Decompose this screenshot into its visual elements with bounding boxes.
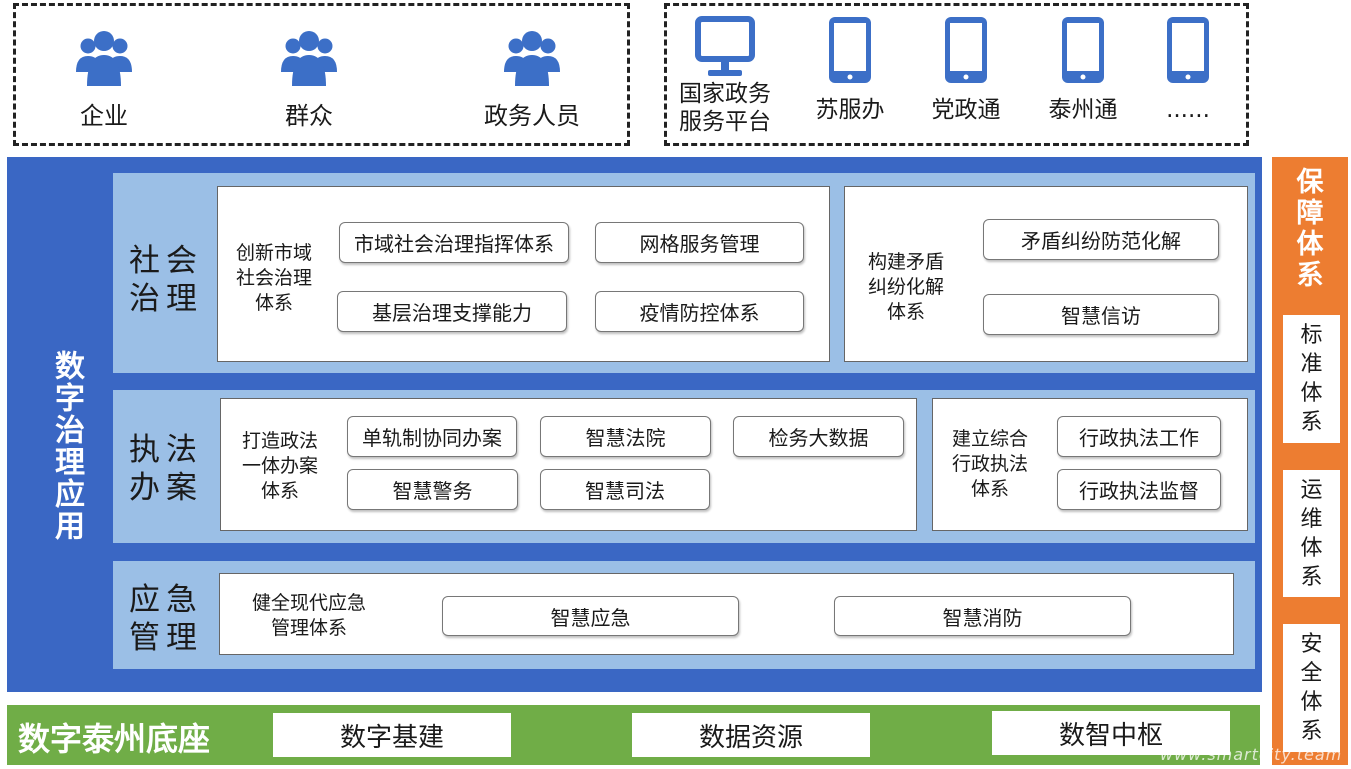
system-label-line: 一体办案 — [241, 455, 318, 477]
guarantee-title-char: 体 — [1296, 229, 1324, 260]
channel-national-platform: 国家政务 服务平台 — [675, 16, 775, 136]
item-collaborative-case[interactable]: 单轨制协同办案 — [347, 416, 517, 457]
base-data-resources[interactable]: 数据资源 — [632, 713, 870, 757]
channels-panel: 国家政务 服务平台 苏服办 党政通 泰州通 ...... — [664, 3, 1249, 146]
system-label: 打造政法 一体办案 体系 — [230, 429, 330, 504]
item-smart-police[interactable]: 智慧警务 — [347, 469, 518, 510]
channel-sufuban: 苏服办 — [800, 16, 900, 124]
guarantee-char: 标 — [1300, 323, 1323, 348]
guarantee-char: 体 — [1300, 690, 1323, 715]
channel-taizhoutong: 泰州通 — [1033, 16, 1133, 124]
item-grid-service[interactable]: 网格服务管理 — [595, 222, 804, 263]
digital-base-title: 数字泰州底座 — [18, 720, 211, 758]
user-label: 企业 — [80, 102, 128, 130]
user-public: 群众 — [249, 28, 369, 131]
guarantee-char: 准 — [1300, 352, 1323, 377]
item-dispute-prevention[interactable]: 矛盾纠纷防范化解 — [983, 219, 1219, 260]
system-label-line: 建立综合 — [951, 428, 1028, 450]
guarantee-char: 维 — [1300, 506, 1323, 532]
item-grassroots-support[interactable]: 基层治理支撑能力 — [337, 291, 567, 332]
guarantee-char: 体 — [1300, 381, 1323, 406]
guarantee-char: 安 — [1300, 632, 1323, 657]
item-city-governance-command[interactable]: 市域社会治理指挥体系 — [339, 222, 569, 263]
system-label-line: 社会治理 — [235, 267, 312, 289]
user-staff: 政务人员 — [472, 28, 592, 131]
item-procuratorate-data[interactable]: 检务大数据 — [733, 416, 904, 457]
phone-icon — [1062, 17, 1104, 83]
guarantee-char: 运 — [1300, 477, 1323, 503]
system-label-line: 管理体系 — [270, 617, 347, 639]
guarantee-system-title: 保 障 体 系 — [1272, 167, 1348, 291]
guarantee-char: 系 — [1300, 719, 1323, 744]
base-digital-hub[interactable]: 数智中枢 — [992, 711, 1230, 755]
row-title-line: 执法 — [129, 432, 203, 468]
row-title-line: 治理 — [129, 281, 203, 317]
guarantee-char: 全 — [1300, 661, 1323, 686]
watermark: www.smartcity.team — [1160, 745, 1343, 764]
row-title-social: 社会 治理 — [123, 242, 209, 318]
system-label: 建立综合 行政执法 体系 — [940, 427, 1040, 502]
digital-governance-title: 数字治理应用 — [49, 350, 84, 542]
monitor-icon — [695, 16, 755, 76]
row-title-law: 执法 办案 — [123, 431, 209, 507]
phone-icon — [945, 17, 987, 83]
item-smart-justice[interactable]: 智慧司法 — [540, 469, 710, 510]
row-title-line: 办案 — [129, 470, 203, 506]
row-title-emergency: 应急 管理 — [123, 581, 209, 657]
channel-label: 服务平台 — [679, 109, 771, 135]
system-label-line: 打造政法 — [241, 430, 318, 452]
system-label-line: 纠纷化解 — [867, 276, 944, 298]
system-label: 健全现代应急 管理体系 — [240, 591, 378, 641]
system-label-line: 体系 — [970, 478, 1009, 500]
item-admin-enforcement-supervision[interactable]: 行政执法监督 — [1057, 469, 1221, 510]
people-icon — [281, 31, 337, 86]
channel-label: 苏服办 — [815, 97, 885, 123]
phone-icon — [829, 17, 871, 83]
row-title-line: 应急 — [129, 582, 203, 618]
system-label-line: 体系 — [254, 292, 293, 314]
item-smart-petition[interactable]: 智慧信访 — [983, 294, 1219, 335]
user-label: 群众 — [285, 102, 333, 130]
row-title-line: 管理 — [129, 620, 203, 656]
system-label-line: 行政执法 — [951, 453, 1028, 475]
channel-label: 国家政务 — [679, 81, 771, 107]
guarantee-char: 系 — [1300, 410, 1323, 435]
user-label: 政务人员 — [484, 102, 580, 130]
user-enterprise: 企业 — [44, 28, 164, 131]
people-icon — [504, 31, 560, 86]
system-label-line: 构建矛盾 — [867, 251, 944, 273]
channel-label: ...... — [1166, 97, 1210, 123]
row-title-line: 社会 — [129, 243, 203, 279]
item-smart-fire[interactable]: 智慧消防 — [834, 596, 1131, 636]
channel-label: 党政通 — [931, 97, 1001, 123]
base-digital-infrastructure[interactable]: 数字基建 — [273, 713, 511, 757]
guarantee-title-char: 保 — [1296, 167, 1324, 198]
item-admin-enforcement-work[interactable]: 行政执法工作 — [1057, 416, 1221, 457]
item-smart-emergency[interactable]: 智慧应急 — [442, 596, 739, 636]
guarantee-standard: 标 准 体 系 — [1283, 315, 1340, 443]
system-label-line: 体系 — [886, 301, 925, 323]
item-epidemic-control[interactable]: 疫情防控体系 — [595, 291, 804, 332]
guarantee-title-char: 系 — [1296, 260, 1324, 291]
channel-dangzhengtong: 党政通 — [916, 16, 1016, 124]
phone-icon — [1167, 17, 1209, 83]
system-label-line: 创新市域 — [235, 242, 312, 264]
guarantee-title-char: 障 — [1296, 198, 1324, 229]
system-label-line: 健全现代应急 — [251, 592, 366, 614]
item-smart-court[interactable]: 智慧法院 — [540, 416, 711, 457]
guarantee-char: 系 — [1300, 564, 1323, 590]
system-label: 创新市域 社会治理 体系 — [225, 241, 323, 316]
guarantee-operations: 运 维 体 系 — [1283, 470, 1340, 597]
system-label: 构建矛盾 纠纷化解 体系 — [857, 250, 955, 325]
panel-social-left — [217, 186, 830, 362]
channel-label: 泰州通 — [1048, 97, 1118, 123]
channel-more: ...... — [1138, 16, 1238, 124]
system-label-line: 体系 — [260, 480, 299, 502]
guarantee-security: 安 全 体 系 — [1283, 624, 1340, 752]
people-icon — [76, 31, 132, 86]
users-panel: 企业 群众 政务人员 — [13, 3, 630, 146]
guarantee-char: 体 — [1300, 535, 1323, 561]
